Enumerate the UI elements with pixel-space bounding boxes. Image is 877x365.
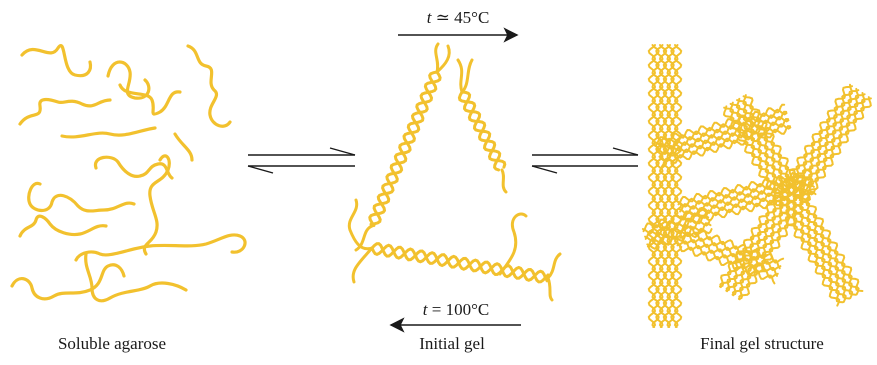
caption-soluble-agarose: Soluble agarose (57, 334, 167, 353)
bundle-strand (676, 240, 779, 279)
helix-tail (500, 168, 508, 194)
final-gel-bundles (641, 44, 872, 328)
helix-strand (370, 243, 549, 283)
coil-strand (60, 126, 157, 139)
reverse-condition: t = 100°C (422, 300, 490, 319)
helix-tail (434, 42, 440, 74)
helix-strand (368, 70, 439, 227)
caption-final-gel-structure: Final gel structure (700, 334, 824, 353)
initial-gel-helices (347, 42, 562, 302)
coil-strand (18, 97, 112, 126)
helix-tail (456, 58, 464, 94)
coil-strand (27, 181, 136, 213)
bundle-strand (647, 44, 657, 328)
coil-strand (186, 44, 232, 128)
temperature-arrows (389, 27, 521, 333)
equilibrium-arrows-left (247, 147, 356, 174)
helix-tail (351, 246, 374, 284)
coil-strand (118, 83, 182, 116)
bundle-strand (679, 234, 778, 277)
coil-strand (142, 154, 171, 256)
bundle-strand (661, 125, 791, 168)
coil-strand (74, 233, 247, 262)
caption-initial-gel: Initial gel (419, 334, 485, 353)
coil-strand (20, 43, 93, 78)
soluble-agarose-coils (10, 43, 247, 303)
helix-tail (498, 212, 528, 276)
coil-strand (173, 132, 194, 162)
forward-condition: t ≃ 45°C (426, 8, 490, 27)
coil-strand (18, 214, 108, 238)
coil-strand (93, 155, 174, 180)
helix-strand (369, 70, 442, 226)
helix-tail (546, 276, 554, 302)
coil-strand (84, 252, 188, 303)
helix-strand (460, 90, 502, 172)
helix-tail (460, 58, 474, 94)
helix-strand (370, 242, 550, 284)
helix-tail (354, 224, 374, 252)
coil-strand (106, 60, 151, 100)
helix-tail (546, 252, 562, 280)
bundle-strand (682, 227, 781, 270)
equilibrium-arrows-right (531, 147, 639, 174)
bundle-strand (677, 242, 776, 285)
bundle-strand (679, 232, 782, 272)
bundle-strand (646, 227, 713, 250)
helix-strand (457, 90, 507, 169)
helix-tail (435, 44, 451, 74)
forward-arrowhead (503, 27, 519, 43)
coil-strand (10, 263, 126, 301)
bundle-strand (681, 225, 785, 264)
helix-tail (347, 198, 374, 251)
reverse-arrowhead (389, 317, 405, 333)
